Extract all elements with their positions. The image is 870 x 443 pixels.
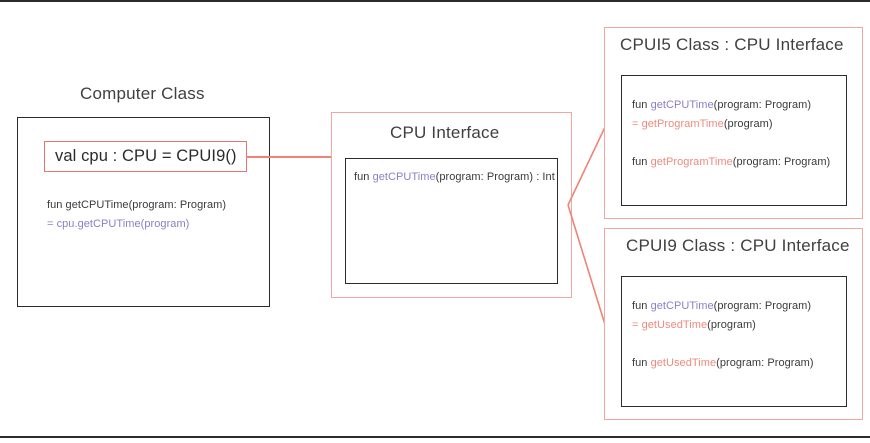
- computer-code-line-2: = cpu.getCPUTime(program): [47, 215, 226, 234]
- cpui5-l1-method-name: getCPUTime: [650, 99, 714, 111]
- cpui9-l3-method-name: getUsedTime: [650, 357, 717, 369]
- cpui5-l2-equals: =: [632, 118, 642, 130]
- cpui5-code-block: fun getCPUTime(program: Program) = getPr…: [632, 96, 830, 172]
- cpui9-inner-box: [621, 276, 847, 407]
- cpui9-l1-method-name: getCPUTime: [650, 300, 714, 312]
- cpui9-code-line-3: fun getUsedTime(program: Program): [632, 354, 814, 373]
- computer-code-line-1: fun getCPUTime(program: Program): [47, 196, 226, 215]
- cpui5-l1-fun-keyword: fun: [632, 99, 651, 111]
- cpu-interface-inner-box: [345, 158, 558, 284]
- cpui5-l3-params: (program: Program): [732, 156, 831, 168]
- computer-code-line2-eq: =: [47, 218, 57, 230]
- val-cpu-property-box[interactable]: val cpu : CPU = CPUI9(): [44, 141, 247, 172]
- computer-class-code-block: fun getCPUTime(program: Program) = cpu.g…: [47, 196, 226, 234]
- cpui9-l2-method-name: getUsedTime: [641, 319, 708, 331]
- cpu-interface-method-name: getCPUTime: [372, 171, 436, 183]
- cpui9-code-line-2: = getUsedTime(program): [632, 316, 814, 335]
- cpui9-code-line-1: fun getCPUTime(program: Program): [632, 297, 814, 316]
- cpui9-l3-params: (program: Program): [716, 357, 814, 369]
- cpui5-title: CPUI5 Class : CPU Interface: [620, 35, 844, 54]
- cpu-interface-code-block: fun getCPUTime(program: Program) : Int: [354, 168, 555, 187]
- connector-cpu-interface-to-cpui5: [567, 124, 607, 206]
- computer-class-title: Computer Class: [80, 84, 205, 103]
- cpui5-l3-fun-keyword: fun: [632, 156, 651, 168]
- connector-cpu-interface-to-cpui9: [567, 204, 608, 332]
- cpui9-l2-params: (program): [707, 319, 756, 331]
- cpui5-l2-params: (program): [723, 118, 773, 130]
- bottom-divider-rule: [0, 436, 870, 438]
- cpu-interface-method-signature: (program: Program) : Int: [435, 171, 555, 183]
- cpu-interface-title: CPU Interface: [390, 123, 500, 142]
- cpui5-inner-box: [621, 75, 847, 206]
- connector-val-cpu-to-cpu-interface: [246, 156, 332, 158]
- cpui9-l1-fun-keyword: fun: [632, 300, 651, 312]
- top-divider-rule: [0, 0, 870, 2]
- cpui9-code-blank-line: [632, 335, 814, 354]
- cpui5-code-line-3: fun getProgramTime(program: Program): [632, 153, 830, 172]
- cpui5-l1-params: (program: Program): [713, 99, 812, 111]
- cpui5-code-line-1: fun getCPUTime(program: Program): [632, 96, 830, 115]
- computer-code-line2-call: cpu.getCPUTime(program): [56, 218, 190, 230]
- cpui5-l2-method-name: getProgramTime: [641, 118, 724, 130]
- cpui9-code-block: fun getCPUTime(program: Program) = getUs…: [632, 297, 814, 373]
- cpui9-l2-equals: =: [632, 319, 642, 331]
- cpui9-l1-params: (program: Program): [713, 300, 812, 312]
- connector-fan-group: [567, 124, 608, 332]
- cpui9-title: CPUI9 Class : CPU Interface: [626, 236, 850, 255]
- cpu-interface-fun-keyword: fun: [354, 171, 373, 183]
- val-cpu-property-text: val cpu : CPU = CPUI9(): [55, 147, 237, 165]
- cpui5-code-blank-line: [632, 134, 830, 153]
- cpui5-l3-method-name: getProgramTime: [650, 156, 733, 168]
- cpui9-l3-fun-keyword: fun: [632, 357, 651, 369]
- computer-code-line1-text: fun getCPUTime(program: Program): [47, 199, 227, 211]
- cpui5-code-line-2: = getProgramTime(program): [632, 115, 830, 134]
- cpu-interface-code-line-1: fun getCPUTime(program: Program) : Int: [354, 168, 555, 187]
